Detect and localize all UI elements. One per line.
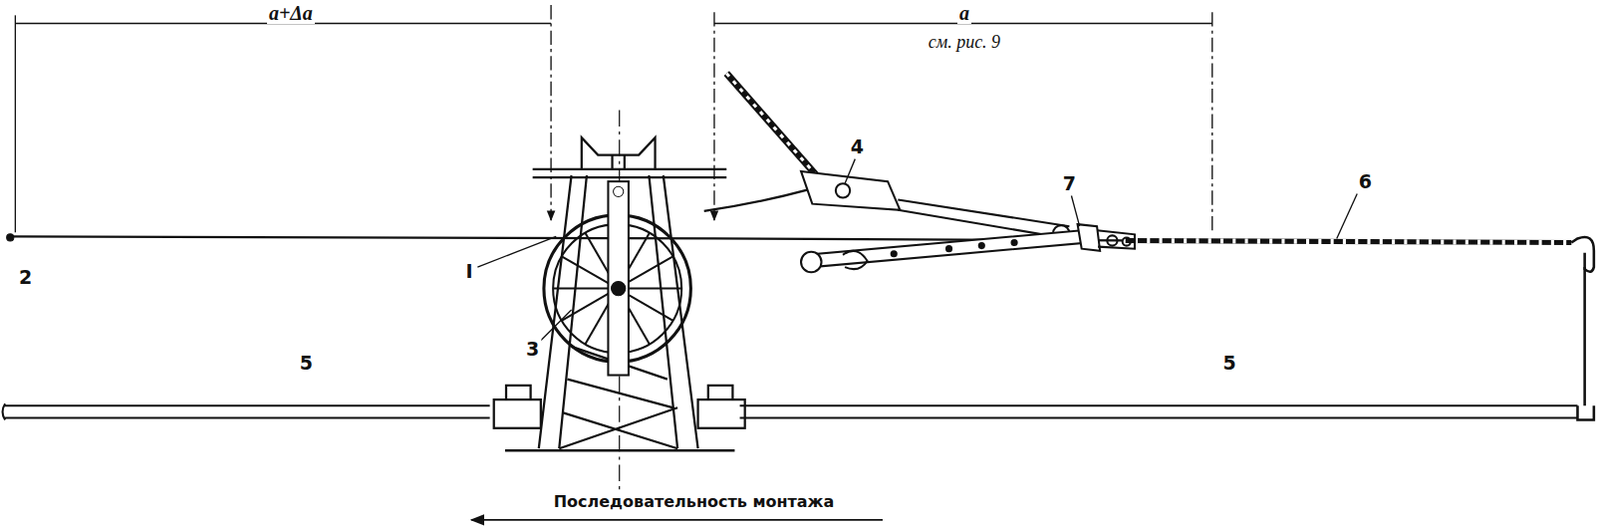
dimension-label: a+Δa	[266, 1, 315, 24]
dimension-lines	[1211, 11, 1213, 235]
callout-number: 5	[297, 352, 315, 374]
tower	[494, 399, 541, 429]
dimension-lines	[713, 11, 715, 221]
tensioner	[726, 73, 816, 176]
tensioner	[704, 73, 1135, 273]
leader-lines	[540, 309, 572, 341]
tensioner	[726, 73, 816, 176]
wheel-spoke	[561, 292, 610, 321]
dimension-label: a	[957, 1, 972, 24]
tensioner	[979, 243, 985, 249]
callout-number: 2	[16, 266, 34, 288]
tensioner	[1122, 237, 1131, 246]
wheel-spoke	[552, 287, 608, 290]
tensioner	[842, 251, 868, 269]
ground-rail	[740, 405, 1579, 418]
tensioner	[1106, 235, 1117, 246]
tower	[708, 385, 734, 400]
dimension-lines	[549, 4, 551, 221]
tower	[612, 155, 625, 170]
wheel-spoke	[626, 287, 682, 290]
ground-rail	[2, 403, 1579, 420]
callout-number: I	[464, 261, 476, 282]
anchor-hook	[1571, 237, 1595, 272]
tower	[494, 110, 746, 493]
pulley-wheel	[611, 280, 626, 295]
pulley-wheel	[607, 181, 628, 375]
pulley-wheel	[613, 186, 624, 197]
anchor-hook	[1577, 405, 1594, 420]
wire	[1122, 240, 1573, 243]
callout-number: 3	[524, 338, 541, 360]
leader-lines	[1070, 195, 1079, 227]
leader-lines	[844, 159, 855, 185]
wire	[6, 234, 14, 242]
tensioner	[800, 171, 900, 211]
tower	[538, 175, 587, 449]
leader-lines	[477, 159, 1357, 341]
reference-note: см. рис. 9	[926, 32, 1003, 53]
tower	[533, 169, 728, 178]
leader-lines	[477, 236, 556, 267]
direction-arrow	[471, 519, 883, 522]
tensioner	[1077, 224, 1101, 252]
tensioner	[891, 251, 897, 257]
anchor-hook	[1583, 266, 1587, 406]
tower	[698, 399, 746, 429]
ground-rail	[2, 403, 491, 420]
wheel-spoke	[625, 256, 674, 284]
callout-number: 5	[1221, 352, 1239, 374]
caption-text: Последовательность монтажа	[551, 494, 837, 513]
pulley-wheel	[543, 181, 691, 375]
tensioner	[1096, 230, 1135, 249]
tower	[506, 385, 532, 400]
tensioner	[946, 246, 952, 252]
leader-lines	[1336, 193, 1357, 239]
tensioner	[835, 183, 850, 198]
dimension-lines	[14, 14, 16, 233]
tensioner	[704, 189, 808, 211]
wire	[1122, 240, 1573, 243]
tower	[581, 137, 656, 170]
tensioner	[805, 230, 1088, 267]
tensioner	[1012, 240, 1018, 246]
tensioner	[897, 200, 1069, 240]
tensioner	[800, 252, 821, 272]
callout-number: 6	[1356, 171, 1374, 193]
callout-number: 7	[1061, 173, 1078, 195]
direction-arrow	[471, 519, 883, 522]
callout-number: 4	[848, 136, 866, 158]
anchor-hook	[1571, 237, 1595, 421]
